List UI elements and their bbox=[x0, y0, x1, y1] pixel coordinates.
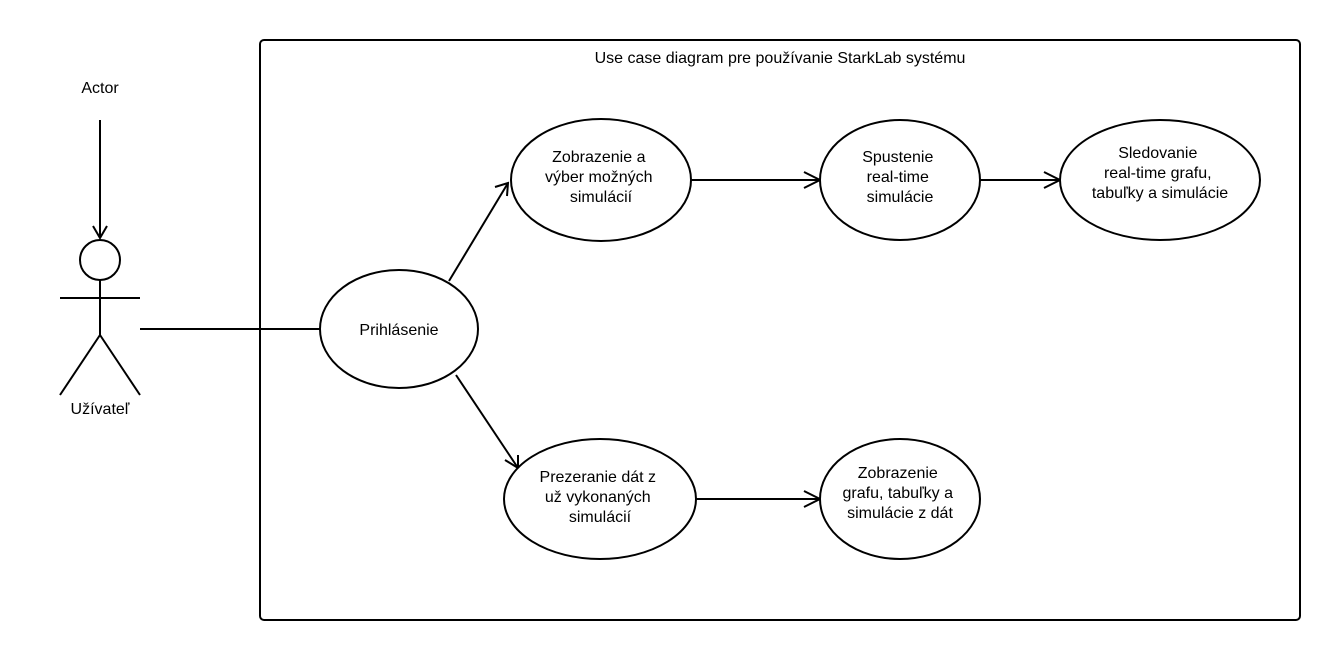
use-case-track-simulation: Sledovanie real-time grafu, tabuľky a si… bbox=[1059, 119, 1261, 241]
use-case-track-simulation-label: Sledovanie real-time grafu, tabuľky a si… bbox=[1092, 145, 1228, 202]
actor-right-leg bbox=[99, 334, 141, 396]
use-case-show-data: Zobrazenie grafu, tabuľky a simulácie z … bbox=[819, 438, 981, 560]
actor-name: Užívateľ bbox=[71, 401, 130, 418]
use-case-browse-data-label: Prezeranie dát z už vykonaných simulácií bbox=[540, 469, 661, 526]
arrow-login-to-browse-data bbox=[455, 374, 519, 469]
arrow-login-to-browse-sims-head bbox=[494, 181, 510, 197]
use-case-start-simulation: Spustenie real-time simulácie bbox=[819, 119, 981, 241]
use-case-start-simulation-label: Spustenie real-time simulácie bbox=[862, 149, 938, 206]
use-case-login: Prihlásenie bbox=[319, 269, 479, 389]
use-case-browse-simulations: Zobrazenie a výber možných simulácií bbox=[510, 118, 692, 242]
actor-head bbox=[79, 239, 121, 281]
actor-stereotype-arrowhead bbox=[92, 225, 108, 240]
use-case-browse-data: Prezeranie dát z už vykonaných simulácií bbox=[503, 438, 697, 560]
use-case-show-data-label: Zobrazenie grafu, tabuľky a simulácie z … bbox=[843, 465, 958, 522]
system-title: Use case diagram pre používanie StarkLab… bbox=[595, 50, 966, 67]
use-case-browse-simulations-label: Zobrazenie a výber možných simulácií bbox=[545, 149, 657, 206]
arrow-login-to-browse-sims bbox=[448, 182, 509, 282]
use-case-login-label: Prihlásenie bbox=[359, 322, 438, 339]
actor-stereotype-label: Actor bbox=[81, 80, 119, 97]
actor-left-leg bbox=[59, 334, 101, 396]
actor-figure bbox=[59, 239, 141, 396]
